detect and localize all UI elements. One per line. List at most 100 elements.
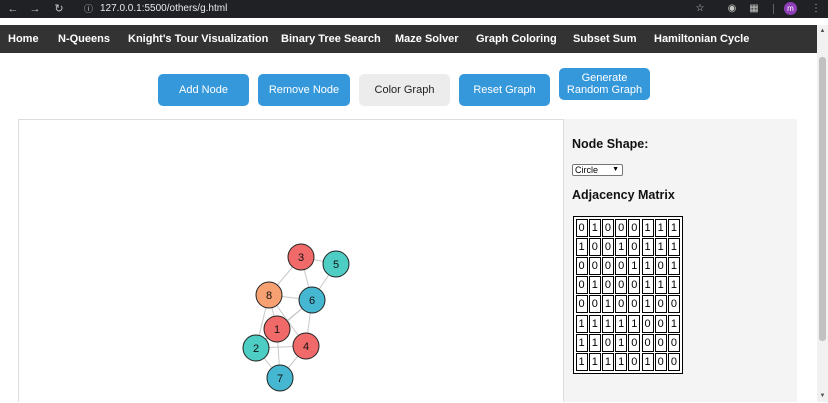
site-info-icon[interactable]: ⓘ <box>84 4 94 14</box>
matrix-cell: 1 <box>575 352 588 371</box>
matrix-cell: 0 <box>588 237 601 256</box>
page-scrollbar-thumb[interactable] <box>819 57 826 341</box>
matrix-cell: 1 <box>588 333 601 352</box>
matrix-cell: 0 <box>667 352 680 371</box>
address-bar[interactable]: ⓘ 127.0.0.1:5500/others/g.html <box>78 1 698 17</box>
node-shape-heading: Node Shape: <box>572 137 649 151</box>
matrix-cell: 0 <box>575 218 588 237</box>
remove-node-button[interactable]: Remove Node <box>258 74 350 106</box>
matrix-cell: 0 <box>615 276 628 295</box>
matrix-cell: 1 <box>641 276 654 295</box>
matrix-cell: 0 <box>654 256 667 275</box>
matrix-cell: 0 <box>575 256 588 275</box>
top-navbar: Home N-Queens Knight's Tour Visualizatio… <box>0 25 817 53</box>
graph-node[interactable] <box>287 243 315 271</box>
matrix-cell: 0 <box>601 256 614 275</box>
matrix-cell: 0 <box>628 276 641 295</box>
nav-maze-solver[interactable]: Maze Solver <box>395 33 459 45</box>
graph-node[interactable] <box>263 315 291 343</box>
matrix-cell: 0 <box>601 276 614 295</box>
nav-knights-tour[interactable]: Knight's Tour Visualization <box>128 33 269 45</box>
graph-node-label: 6 <box>309 295 315 307</box>
reload-icon[interactable]: ↻ <box>54 3 64 15</box>
matrix-cell: 0 <box>601 333 614 352</box>
matrix-cell: 1 <box>588 352 601 371</box>
extension-circle-icon[interactable]: ◉ <box>727 3 737 14</box>
bookmark-star-icon[interactable]: ☆ <box>695 3 705 14</box>
scroll-up-arrow-icon[interactable]: ▲ <box>819 28 826 34</box>
matrix-cell: 1 <box>615 237 628 256</box>
matrix-cell: 1 <box>601 352 614 371</box>
matrix-cell: 1 <box>615 333 628 352</box>
graph-node-label: 4 <box>303 341 309 353</box>
matrix-cell: 0 <box>654 314 667 333</box>
matrix-cell: 1 <box>588 276 601 295</box>
graph-node[interactable] <box>298 286 326 314</box>
matrix-cell: 0 <box>615 256 628 275</box>
browser-menu-icon[interactable]: ⋮ <box>811 3 821 14</box>
matrix-cell: 0 <box>641 333 654 352</box>
back-icon[interactable]: ← <box>7 3 19 15</box>
nav-binary-tree-search[interactable]: Binary Tree Search <box>281 33 381 45</box>
matrix-cell: 1 <box>575 314 588 333</box>
matrix-cell: 1 <box>667 256 680 275</box>
matrix-cell: 0 <box>654 352 667 371</box>
matrix-cell: 0 <box>575 276 588 295</box>
adjacency-matrix-heading: Adjacency Matrix <box>572 188 675 202</box>
color-graph-button[interactable]: Color Graph <box>359 74 450 106</box>
matrix-cell: 1 <box>654 218 667 237</box>
matrix-cell: 1 <box>667 237 680 256</box>
matrix-cell: 1 <box>628 256 641 275</box>
forward-icon[interactable]: → <box>29 3 41 15</box>
nav-n-queens[interactable]: N-Queens <box>58 33 110 45</box>
graph-node[interactable] <box>266 364 294 392</box>
profile-avatar[interactable]: m <box>784 2 797 15</box>
nav-subset-sum[interactable]: Subset Sum <box>573 33 637 45</box>
extensions-puzzle-icon[interactable]: ▦ <box>749 3 759 14</box>
matrix-cell: 0 <box>601 218 614 237</box>
matrix-cell: 1 <box>575 333 588 352</box>
graph-node-label: 2 <box>253 343 259 355</box>
nav-graph-coloring[interactable]: Graph Coloring <box>476 33 557 45</box>
matrix-cell: 1 <box>588 314 601 333</box>
matrix-cell: 0 <box>588 295 601 314</box>
matrix-cell: 1 <box>575 237 588 256</box>
matrix-cell: 0 <box>628 333 641 352</box>
matrix-cell: 0 <box>628 352 641 371</box>
scroll-down-arrow-icon[interactable]: ▼ <box>819 393 826 399</box>
matrix-cell: 0 <box>615 295 628 314</box>
matrix-cell: 0 <box>575 295 588 314</box>
matrix-cell: 0 <box>628 218 641 237</box>
matrix-cell: 0 <box>601 237 614 256</box>
browser-chrome: ← → ↻ ⓘ 127.0.0.1:5500/others/g.html ☆ ◉… <box>0 0 828 18</box>
matrix-cell: 1 <box>641 352 654 371</box>
nav-hamiltonian-cycle[interactable]: Hamiltonian Cycle <box>654 33 750 45</box>
graph-node[interactable] <box>242 334 270 362</box>
graph-node[interactable] <box>292 332 320 360</box>
add-node-button[interactable]: Add Node <box>158 74 249 106</box>
node-shape-select[interactable]: Circle ▼ <box>572 164 623 176</box>
graph-node[interactable] <box>255 281 283 309</box>
matrix-cell: 1 <box>654 276 667 295</box>
matrix-cell: 1 <box>654 237 667 256</box>
matrix-cell: 1 <box>601 314 614 333</box>
matrix-cell: 0 <box>588 256 601 275</box>
generate-button-line-2: Random Graph <box>566 84 643 96</box>
reset-graph-button[interactable]: Reset Graph <box>459 74 550 106</box>
nav-home[interactable]: Home <box>8 33 39 45</box>
matrix-cell: 0 <box>654 333 667 352</box>
graph-node-label: 1 <box>274 324 280 336</box>
address-bar-text[interactable]: 127.0.0.1:5500/others/g.html <box>100 3 228 14</box>
graph-node[interactable] <box>322 250 350 278</box>
graph-node-label: 3 <box>298 252 304 264</box>
generate-random-graph-button[interactable]: Generate Random Graph <box>559 68 650 100</box>
